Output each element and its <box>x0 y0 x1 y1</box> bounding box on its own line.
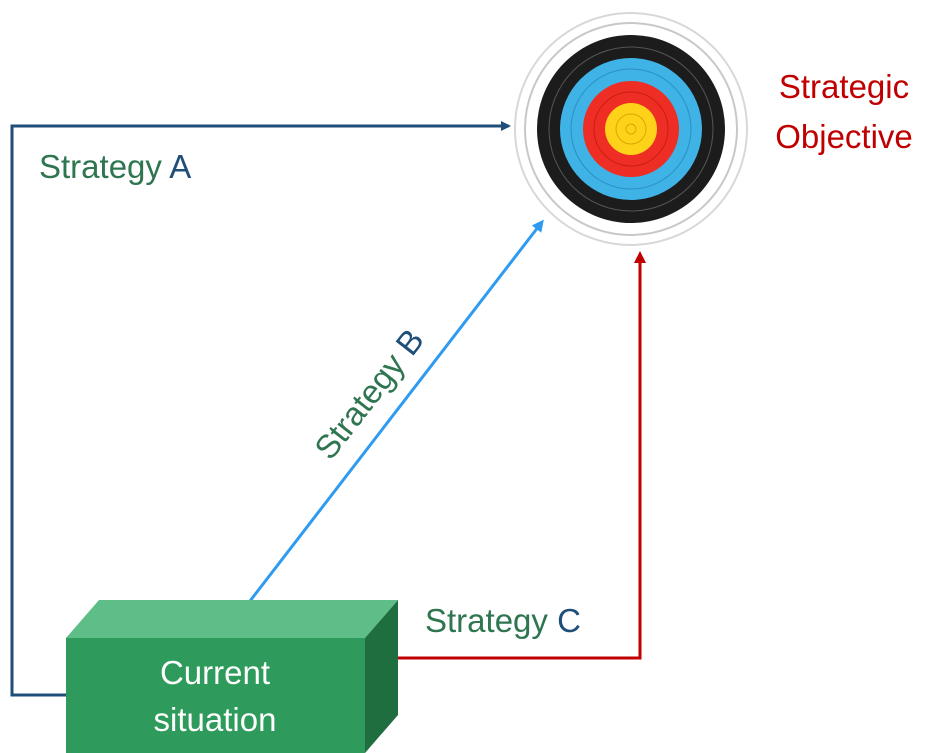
strategy-c-label: Strategy C <box>425 602 581 639</box>
strategy-b-arrow <box>248 219 544 602</box>
strategy-a-arrow <box>10 121 511 697</box>
objective-line1: Strategic <box>779 68 909 105</box>
box-front-face <box>66 638 365 753</box>
box-top-face <box>66 600 398 638</box>
current-situation-box: Current situation <box>66 600 398 753</box>
strategy-b-word: Strategy <box>307 346 412 466</box>
strategy-c-letter: C <box>557 602 581 639</box>
objective-line2: Objective <box>775 118 913 155</box>
strategy-c-arrow <box>398 251 646 660</box>
box-side-face <box>365 600 398 753</box>
strategy-a-label: Strategy A <box>39 148 191 185</box>
strategy-b-letter: B <box>388 322 431 362</box>
archery-target-icon <box>512 0 766 248</box>
strategy-a-word: Strategy <box>39 148 162 185</box>
current-situation-line2: situation <box>154 701 277 738</box>
strategy-c-word: Strategy <box>425 602 548 639</box>
current-situation-line1: Current <box>160 654 270 691</box>
strategy-a-letter: A <box>169 148 191 185</box>
